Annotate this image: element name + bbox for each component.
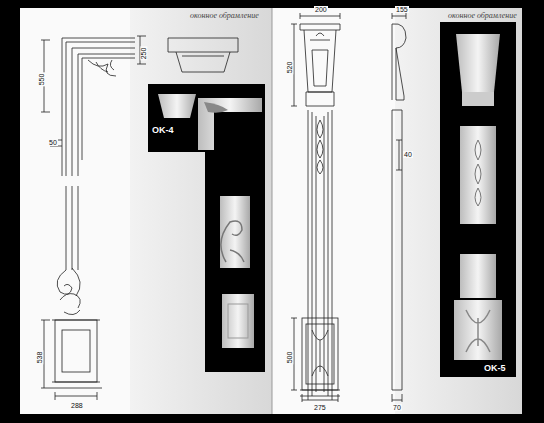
- dimension: 520: [286, 61, 293, 75]
- dimension: 70: [392, 404, 402, 411]
- dimension: 40: [403, 151, 413, 158]
- dimension: 155: [395, 6, 409, 13]
- dimension: 275: [313, 404, 327, 411]
- dimension: 500: [286, 351, 293, 365]
- dimension: 550: [38, 73, 45, 87]
- dimension: 250: [140, 47, 147, 61]
- model-tag: OK-5: [484, 364, 506, 373]
- dimension: 538: [36, 351, 43, 365]
- model-tag: OK-4: [152, 126, 174, 135]
- section-header: оконное обрамление: [190, 12, 259, 20]
- dimension: 200: [314, 6, 328, 13]
- dimension: 50: [48, 139, 58, 146]
- dimension: 288: [70, 402, 84, 409]
- section-header: оконное обрамление: [448, 12, 517, 20]
